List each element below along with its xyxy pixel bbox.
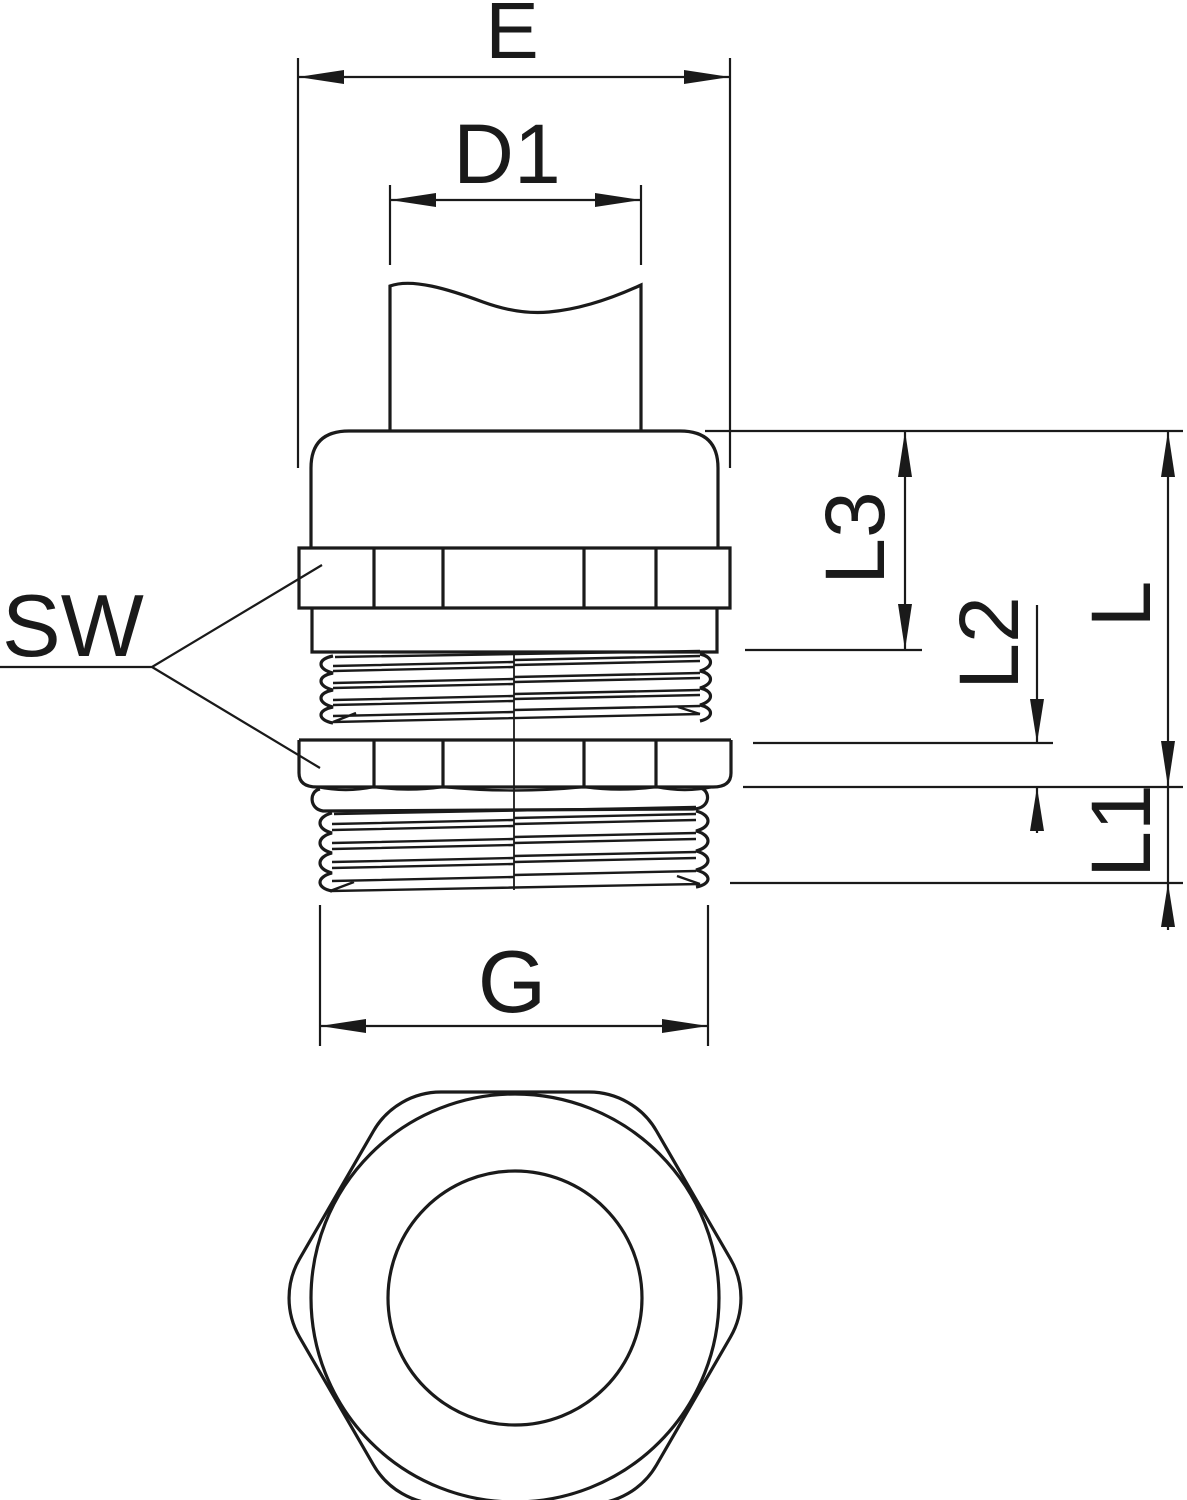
arrow-L-bottom (1161, 741, 1175, 787)
dimension-labels: E D1 SW G L3 L2 L L1 (2, 0, 1168, 1031)
cable-outline (388, 281, 643, 431)
arrow-E-right (684, 70, 730, 84)
label-L2: L2 (942, 596, 1036, 689)
label-SW: SW (2, 576, 144, 675)
bottom-view (287, 1090, 743, 1500)
upper-thread-right-edge (699, 652, 713, 723)
arrow-L-top (1161, 431, 1175, 477)
bore-circle (386, 1169, 644, 1427)
label-D1: D1 (453, 107, 560, 201)
hexagon-outline (287, 1090, 743, 1500)
upper-nut-facets (372, 548, 658, 608)
upper-thread-crests (332, 649, 701, 724)
arrow-D1-right (595, 193, 641, 207)
arrow-G-left (320, 1019, 366, 1033)
label-L: L (1074, 581, 1168, 628)
dimension-lines (0, 58, 1183, 1046)
side-view (297, 281, 733, 893)
label-E: E (485, 0, 538, 75)
arrow-L3-top (898, 431, 912, 477)
lower-thread-left-edge (318, 811, 333, 893)
label-L1: L1 (1074, 784, 1168, 877)
arrow-E-left (298, 70, 344, 84)
neck (310, 608, 719, 654)
chamfer-circle (309, 1092, 721, 1500)
cap-outline (309, 429, 720, 549)
arrow-L2-top (1030, 699, 1044, 743)
arrow-L3-bottom (898, 604, 912, 650)
label-L3: L3 (808, 491, 902, 584)
extension-lines (296, 58, 1183, 1046)
lower-nut-facets (372, 740, 658, 786)
sw-leader-lines (0, 564, 323, 769)
arrow-L1-bottom (1161, 883, 1175, 927)
arrow-D1-left (390, 193, 436, 207)
lower-thread-crests (329, 805, 701, 893)
upper-thread-left-edge (319, 654, 334, 725)
arrow-G-right (662, 1019, 708, 1033)
lower-hex-nut (297, 738, 733, 789)
lower-thread-right-edge (695, 809, 710, 889)
arrow-L2-bottom (1030, 787, 1044, 831)
upper-hex-nut (297, 546, 732, 610)
label-G: G (478, 932, 546, 1031)
